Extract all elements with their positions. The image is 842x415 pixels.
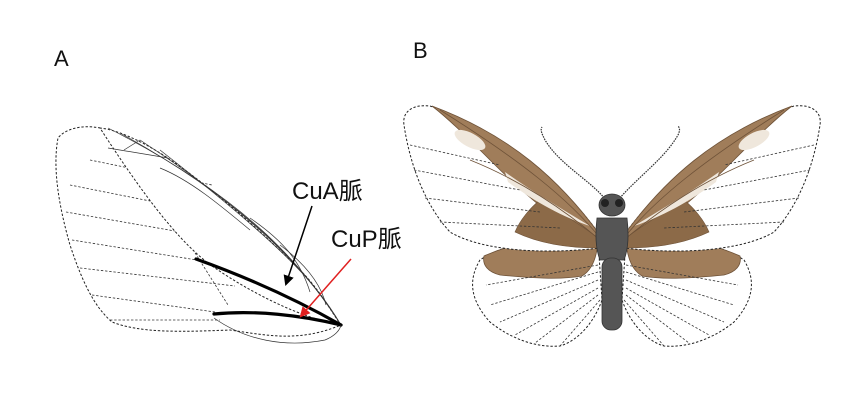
cua-arrow (283, 205, 313, 286)
right-antenna (617, 125, 681, 201)
cua-callout-label: CuA脈 (292, 178, 363, 205)
anal-margin (213, 317, 342, 344)
abdomen (601, 257, 623, 331)
cup-callout-label: CuP脈 (331, 226, 402, 253)
left-antenna (540, 126, 607, 201)
right-hindwing-veins (623, 264, 739, 347)
thorax (595, 217, 629, 261)
panel-a: A (54, 46, 402, 344)
right-forewing-spot (738, 129, 770, 151)
right-eye (615, 199, 623, 207)
right-forewing-band (625, 199, 710, 249)
cua-vein (194, 257, 343, 327)
panel-b-label: B (413, 38, 428, 63)
left-forewing-veins (409, 109, 601, 241)
cup-arrow (299, 258, 352, 318)
left-hindwing-veins (485, 264, 601, 347)
left-forewing-band (514, 199, 599, 249)
panel-b: B (403, 38, 821, 347)
cup-vein (212, 311, 343, 327)
panel-a-label: A (54, 46, 69, 71)
left-forewing-spot (454, 129, 486, 151)
left-eye (601, 199, 609, 207)
forewing-veins (107, 127, 342, 326)
right-forewing-veins (623, 109, 815, 241)
